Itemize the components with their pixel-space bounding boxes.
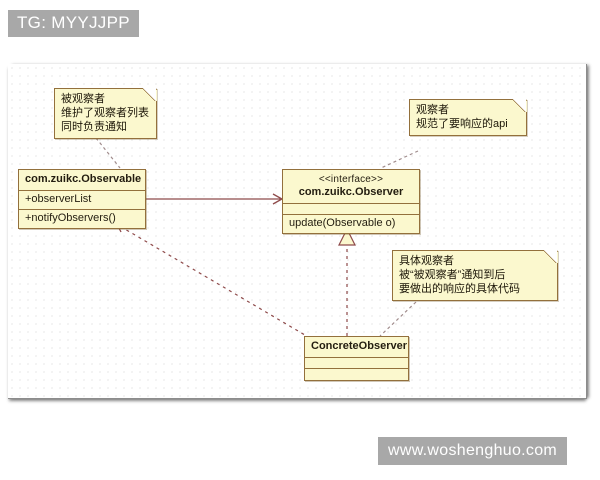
note-fold-icon — [544, 250, 558, 263]
note-observable-line-1: 被观察者 — [61, 93, 105, 105]
note-observer-line-1: 观察者 — [416, 104, 449, 116]
class-operation-update: update(Observable o) — [289, 217, 396, 229]
class-operation-notify-observers: +notifyObservers() — [25, 212, 116, 224]
class-stereotype-interface: <<interface>> — [318, 174, 384, 185]
class-name-observer-text: com.zuikc.Observer — [298, 186, 404, 198]
class-name-observer: <<interface>> com.zuikc.Observer — [283, 170, 419, 204]
class-attributes-observer-empty — [283, 204, 419, 215]
class-attributes-concrete-empty — [305, 358, 408, 369]
class-attribute-observer-list: +observerList — [19, 191, 145, 210]
note-observable-line-2: 维护了观察者列表 — [61, 107, 149, 119]
watermark-top-left: TG: MYYJJPP — [8, 10, 139, 37]
note-observer-line-2: 规范了要响应的api — [416, 118, 508, 130]
note-concrete-line-3: 要做出的响应的具体代码 — [399, 283, 520, 295]
note-observer[interactable]: 观察者 规范了要响应的api — [409, 99, 527, 136]
note-leader-observer — [380, 150, 419, 169]
note-fold-icon — [143, 88, 157, 101]
note-observable-line-3: 同时负责通知 — [61, 121, 127, 133]
relationship-layer — [95, 137, 419, 339]
note-leader-concrete-observer — [379, 301, 417, 337]
class-box-concrete-observer[interactable]: ConcreteObserver — [304, 336, 409, 381]
note-fold-icon — [513, 99, 527, 112]
realization-triangle-arrowhead — [338, 227, 356, 246]
class-name-observable: com.zuikc.Observable — [19, 170, 145, 191]
note-concrete-line-1: 具体观察者 — [399, 255, 454, 267]
note-observable[interactable]: 被观察者 维护了观察者列表 同时负责通知 — [54, 88, 157, 139]
note-leader-observable — [95, 137, 121, 169]
dependency-concrete-to-observable — [117, 224, 311, 339]
watermark-bottom-right: www.woshenghuo.com — [378, 437, 568, 465]
note-concrete-line-2: 被“被观察者”通知到后 — [399, 269, 506, 281]
note-concrete-observer[interactable]: 具体观察者 被“被观察者”通知到后 要做出的响应的具体代码 — [392, 250, 558, 301]
class-box-observable[interactable]: com.zuikc.Observable +observerList +noti… — [18, 169, 146, 229]
class-box-observer[interactable]: <<interface>> com.zuikc.Observer update(… — [282, 169, 420, 234]
class-name-concrete-observer: ConcreteObserver — [305, 337, 408, 358]
diagram-canvas[interactable]: 被观察者 维护了观察者列表 同时负责通知 观察者 规范了要响应的api 具体观察… — [8, 64, 587, 399]
class-operations-concrete-empty — [305, 369, 408, 380]
